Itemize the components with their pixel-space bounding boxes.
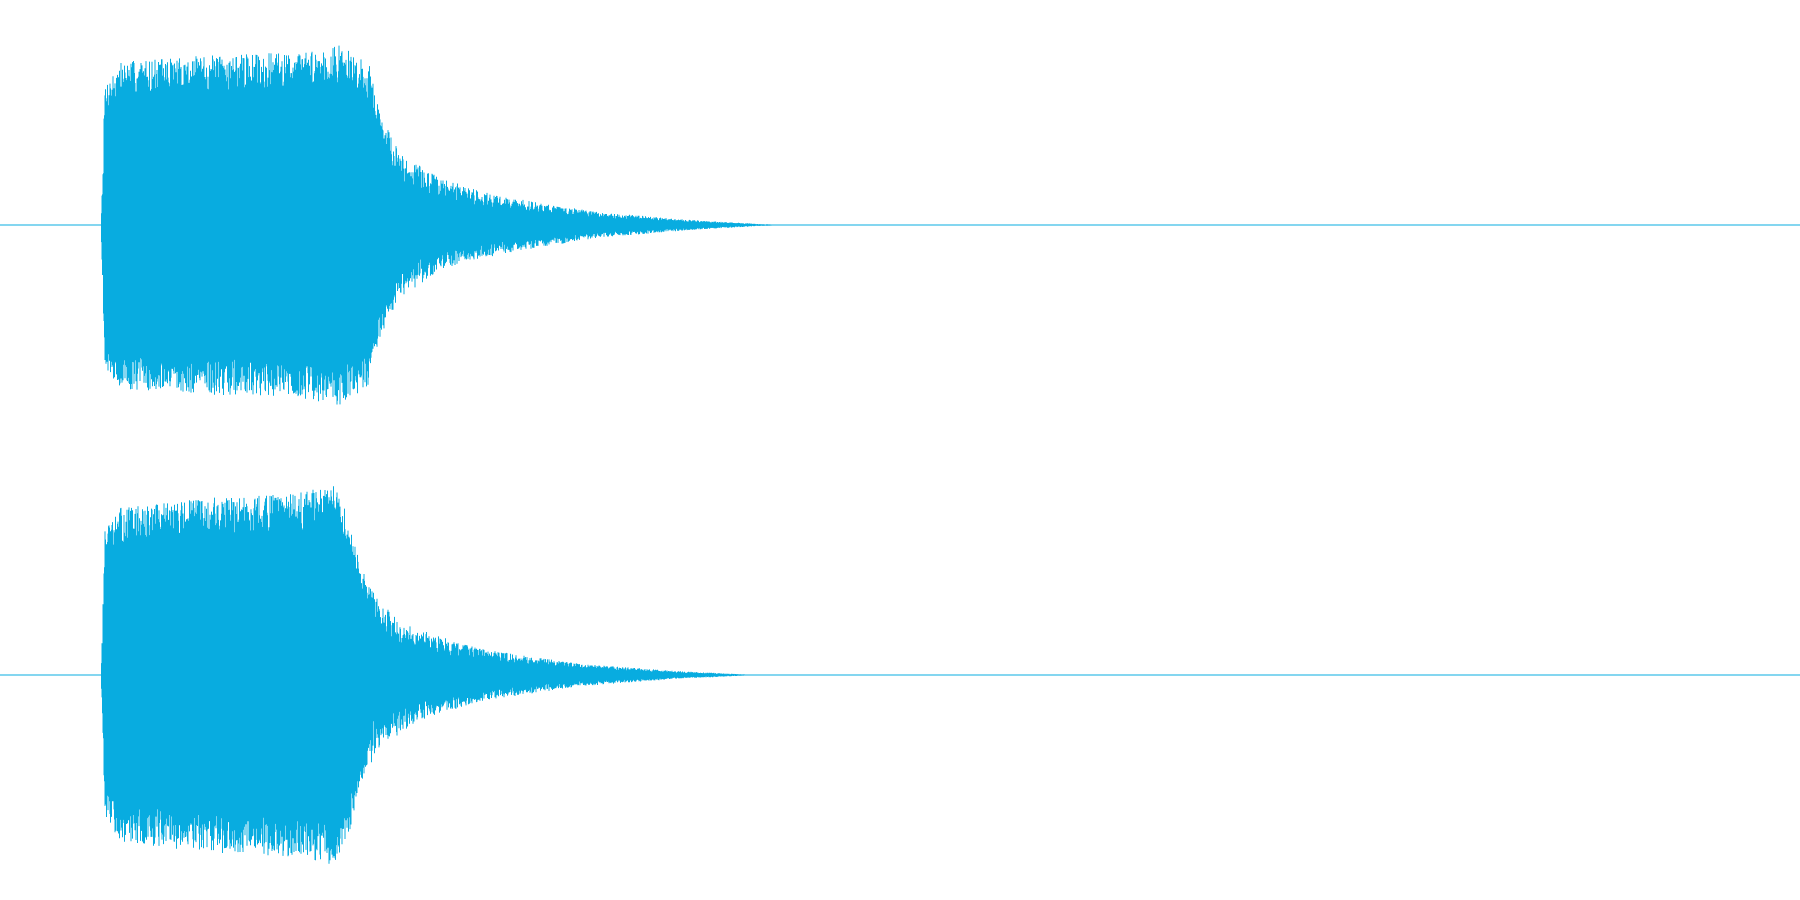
left-channel-waveform [0,45,1800,405]
right-channel-waveform [0,486,1800,864]
left-channel-wave [101,45,786,405]
right-channel-wave [101,486,757,864]
